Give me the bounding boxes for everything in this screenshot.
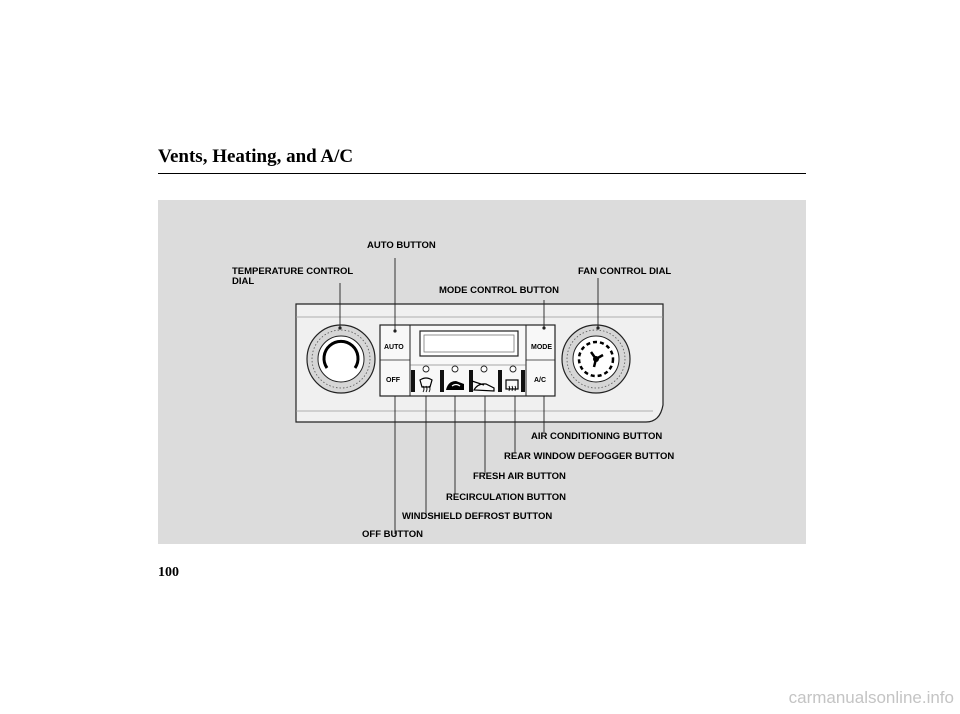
climate-panel-illustration <box>295 258 664 534</box>
fresh-air-icon <box>471 380 495 392</box>
fan-dial-icon <box>561 324 631 394</box>
callout-air-conditioning-button: AIR CONDITIONING BUTTON <box>531 431 663 442</box>
title-divider <box>158 173 806 174</box>
panel-label-ac: A/C <box>534 377 547 384</box>
watermark: carmanualsonline.info <box>788 688 954 707</box>
callout-mode-control-button: MODE CONTROL BUTTON <box>439 285 559 296</box>
recirculation-icon <box>446 381 464 390</box>
panel-label-auto: AUTO <box>384 344 404 351</box>
panel-label-off: OFF <box>386 377 400 384</box>
climate-control-diagram: AUTO OFF MODE A/C AUTO BUTTON TEMPERATUR… <box>158 200 806 544</box>
callout-off-button: OFF BUTTON <box>362 529 424 540</box>
callout-rear-window-defogger-button: REAR WINDOW DEFOGGER BUTTON <box>504 451 675 462</box>
page-number: 100 <box>158 565 179 580</box>
temperature-dial-icon <box>306 324 376 394</box>
windshield-defrost-icon <box>419 377 433 393</box>
callout-temperature-control-dial: TEMPERATURE CONTROL DIAL <box>232 266 354 287</box>
button-row <box>410 364 526 392</box>
indicator-light-icon <box>422 365 517 373</box>
leader-lines <box>339 258 599 534</box>
page-title: Vents, Heating, and A/C <box>158 146 354 167</box>
callout-recirculation-button: RECIRCULATION BUTTON <box>446 492 566 503</box>
callout-fresh-air-button: FRESH AIR BUTTON <box>473 471 566 482</box>
rear-defogger-icon <box>505 379 519 392</box>
callout-windshield-defrost-button: WINDSHIELD DEFROST BUTTON <box>402 511 553 522</box>
callout-fan-control-dial: FAN CONTROL DIAL <box>578 266 672 277</box>
panel-label-mode: MODE <box>531 344 552 351</box>
callout-auto-button: AUTO BUTTON <box>367 240 436 251</box>
